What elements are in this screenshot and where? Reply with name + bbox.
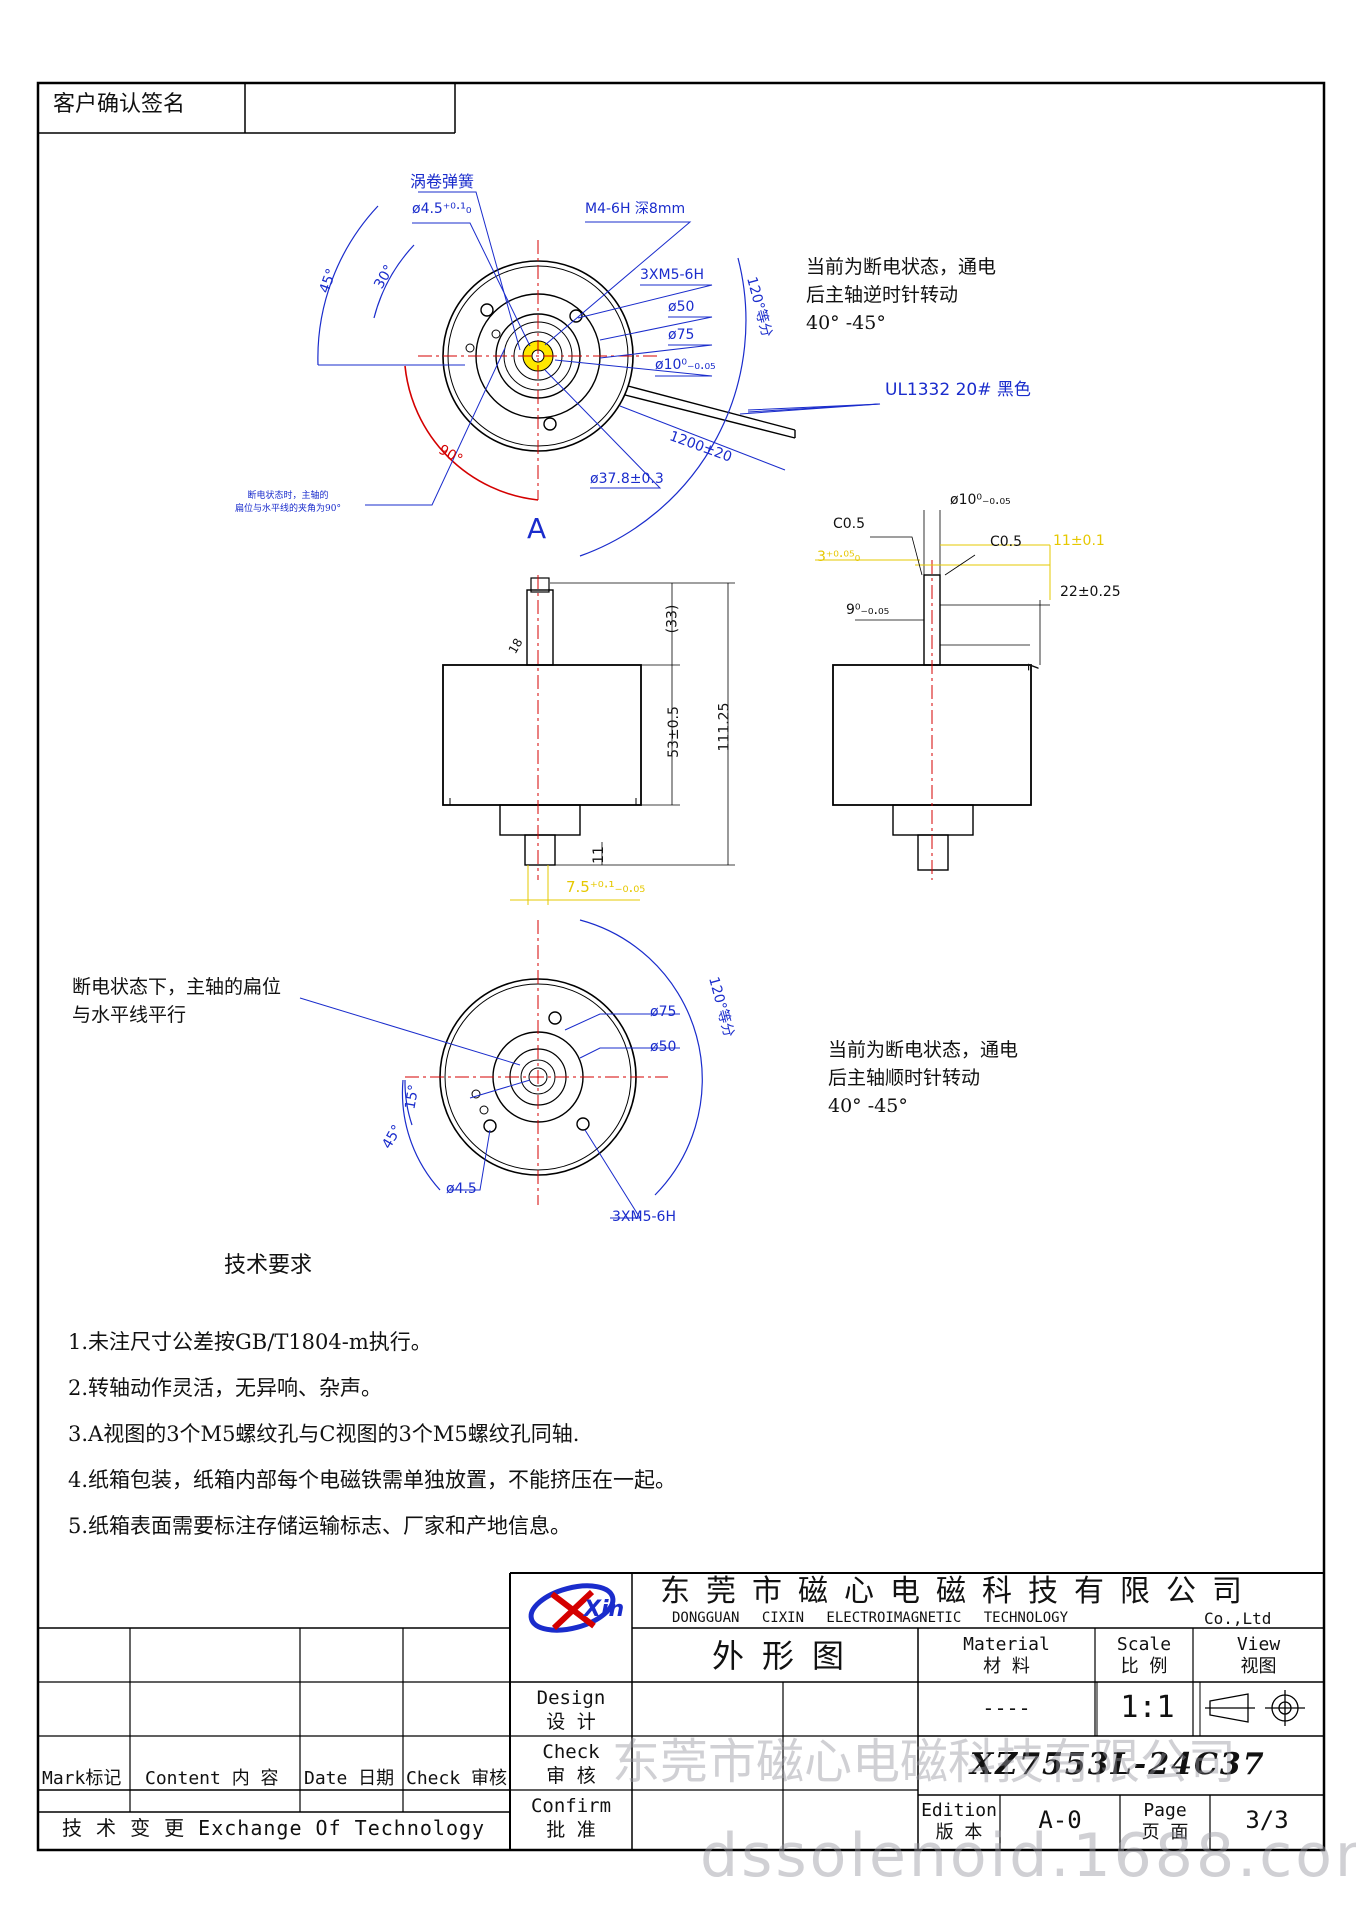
dim-11: 11 <box>590 846 607 864</box>
confirm-label: Confirm 批 准 <box>530 1795 612 1841</box>
company-logo: Xin <box>528 1583 624 1633</box>
view-front-elevation <box>442 575 735 905</box>
flat-note-small: 断电状态时，主轴的 扁位与水平线的夹角为90° <box>235 491 341 514</box>
dim-111: 111.25 <box>716 702 733 752</box>
part-number: XZ7553L-24C37 <box>970 1747 1266 1782</box>
side-dim-shaft: ø10⁰₋₀.₀₅ <box>950 492 1011 508</box>
view-c-flat-note: 断电状态下，主轴的扁位 与水平线平行 <box>72 976 282 1026</box>
svg-text:Xin: Xin <box>582 1597 624 1622</box>
content-header: Content 内 容 <box>145 1768 279 1789</box>
requirement-item: 4.纸箱包装，纸箱内部每个电磁铁需单独放置，不能挤压在一起。 <box>68 1468 677 1492</box>
view-a-front <box>317 191 881 557</box>
page-label: Page 页 面 <box>1141 1800 1189 1843</box>
scale-value: 1:1 <box>1120 1690 1175 1725</box>
body-dia-label: ø37.8±0.3 <box>590 471 664 487</box>
view-c-rotation-note: 当前为断电状态，通电 后主轴顺时针转动 40° -45° <box>828 1039 1019 1117</box>
view-a-marker: A <box>527 512 547 545</box>
requirement-item: 3.A视图的3个M5螺纹孔与C视图的3个M5螺纹孔同轴. <box>68 1422 580 1446</box>
date-header: Date 日期 <box>304 1768 395 1789</box>
company-name-en: DONGGUAN CIXIN ELECTROIMAGNETIC TECHNOLO… <box>672 1610 1069 1626</box>
scale-header: Scale 比 例 <box>1116 1634 1172 1677</box>
edition-value: A-0 <box>1038 1806 1082 1834</box>
dim-7-5: 7.5⁺⁰·¹₋₀.₀₅ <box>566 878 646 896</box>
side-dim-c05-left: C0.5 <box>833 516 866 532</box>
requirement-item: 5.纸箱表面需要标注存储运输标志、厂家和产地信息。 <box>68 1514 572 1538</box>
side-dim-22: 22±0.25 <box>1060 584 1121 600</box>
hole-dia-label: ø4.5⁺⁰·¹₀ <box>412 201 472 217</box>
side-dim-3: 3⁺⁰·⁰⁵₀ <box>817 549 861 565</box>
side-dim-9: 9⁰₋₀.₀₅ <box>846 602 890 618</box>
view-c-75-label: ø75 <box>650 1004 677 1020</box>
signature-box <box>38 83 456 134</box>
projection-symbol-icon <box>1205 1690 1305 1726</box>
view-c-front <box>299 919 703 1219</box>
side-dim-11: 11±0.1 <box>1053 533 1105 549</box>
watermark-site: dssolenoid.1688.com <box>700 1821 1356 1891</box>
view-header: View 视图 <box>1236 1634 1281 1677</box>
shaft-dia-label: ø10⁰₋₀.₀₅ <box>655 357 716 373</box>
view-c-15-label: 15° <box>402 1083 423 1111</box>
angle-75-label: ø75 <box>668 327 695 343</box>
wire-spec-label: UL1332 20# 黑色 <box>885 380 1031 400</box>
spring-label: 涡卷弹簧 <box>410 172 475 191</box>
material-header: Material 材 料 <box>963 1634 1050 1677</box>
requirement-item: 2.转轴动作灵活，无异响、杂声。 <box>68 1376 383 1400</box>
watermark-company: 东莞市磁心电磁科技有限公司 <box>612 1734 1237 1790</box>
tech-requirements-title: 技术要求 <box>224 1253 313 1278</box>
view-c-50-label: ø50 <box>650 1039 677 1055</box>
view-c-thread-label: 3XM5-6H <box>612 1209 676 1225</box>
thread-m4-label: M4-6H 深8mm <box>585 201 686 217</box>
thread-m5-label: 3XM5-6H <box>640 267 704 283</box>
angle-50-label: ø50 <box>668 299 695 315</box>
drawing-title: 外形图 <box>712 1637 863 1675</box>
side-dim-7: 7 <box>1026 662 1043 672</box>
side-dim-c05-right: C0.5 <box>990 534 1023 550</box>
dim-53: 53±0.5 <box>665 706 682 758</box>
customer-signature-label: 客户确认签名 <box>53 92 186 117</box>
sheet-border <box>36 81 1326 1852</box>
dim-33: (33) <box>664 604 681 634</box>
check-header: Check 审核 <box>406 1768 508 1789</box>
revision-footer: 技 术 变 更 Exchange Of Technology <box>62 1816 486 1840</box>
title-block-grid <box>38 1572 1324 1850</box>
view-a-rotation-note: 当前为断电状态，通电 后主轴逆时针转动 40° -45° <box>806 256 997 334</box>
mark-header: Mark标记 <box>42 1768 122 1789</box>
requirement-item: 1.未注尺寸公差按GB/T1804-m执行。 <box>68 1330 432 1354</box>
company-suffix: Co.,Ltd <box>1204 1609 1272 1628</box>
company-name-cn: 东莞市磁心电磁科技有限公司 <box>660 1574 1258 1609</box>
view-c-hole-label: ø4.5 <box>446 1181 477 1197</box>
edition-label: Edition 版 本 <box>921 1800 997 1843</box>
check-label: Check 审 核 <box>542 1741 600 1787</box>
view-side-elevation <box>815 510 1051 880</box>
material-value: ---- <box>982 1696 1031 1720</box>
page-value: 3/3 <box>1245 1806 1289 1834</box>
design-label: Design 设 计 <box>536 1687 606 1733</box>
